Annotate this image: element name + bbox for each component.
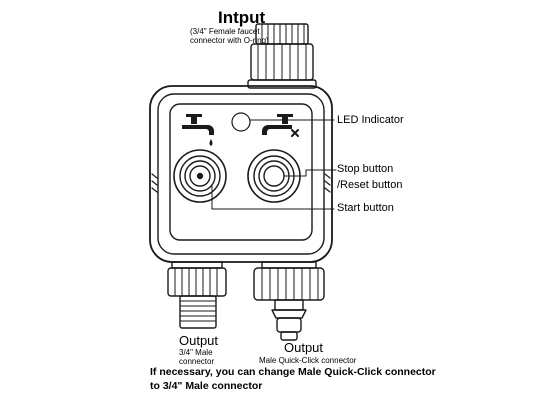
input-note-line-1: (3/4" Female faucet — [190, 27, 260, 36]
left-output-sub-line-1: 3/4" Male — [179, 348, 213, 357]
right-output-connector — [253, 261, 325, 341]
left-output-sub-line-2: connector — [179, 357, 215, 366]
input-title: Intput — [218, 8, 266, 27]
input-note: (3/4" Female faucet connector with O-rin… — [190, 27, 280, 45]
reset-button-label: /Reset button — [337, 179, 403, 191]
start-button-label: Start button — [337, 202, 394, 214]
input-coupling — [247, 23, 317, 89]
footnote-line-2: to 3/4" Male connector — [150, 380, 263, 392]
left-output-sub: 3/4" Male connector — [179, 348, 239, 366]
stop-button-label: Stop button — [337, 163, 394, 175]
led-indicator-label: LED Indicator — [337, 114, 404, 126]
led-indicator — [231, 112, 251, 132]
footnote-line-1: If necessary, you can change Male Quick-… — [150, 366, 436, 378]
right-output-title: Output — [284, 340, 324, 355]
faucet-open-icon — [182, 114, 214, 146]
right-output-sub: Male Quick-Click connector — [259, 356, 357, 365]
input-note-line-2: connector with O-ring) — [190, 36, 269, 45]
left-valve-button — [173, 149, 227, 203]
timer-body — [149, 85, 333, 263]
leader-lines — [211, 119, 337, 210]
left-output-title: Output — [179, 333, 219, 348]
faucet-closed-icon — [262, 114, 299, 137]
left-output-connector — [167, 261, 227, 329]
